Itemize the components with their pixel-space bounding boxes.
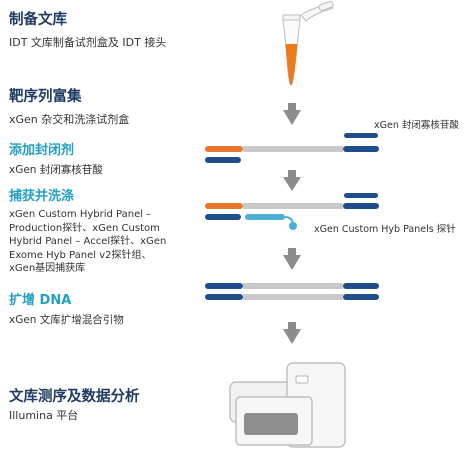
step-capture-wash-title: 捕获并洗涤: [9, 189, 75, 204]
capture-desc-line: xGen Custom Hybrid Panel –: [9, 209, 152, 220]
step-target-enrichment-title: 靶序列富集: [9, 89, 82, 105]
step-add-blockers-desc: xGen 封闭寡核苷酸: [9, 164, 103, 176]
sequencer-icon: [229, 362, 346, 448]
captured-fragment: [205, 193, 379, 230]
capture-desc-line: Production探针、xGen Custom: [9, 222, 160, 234]
step-sequencing-title: 文库测序及数据分析: [9, 389, 140, 405]
bead-icon: [289, 222, 297, 230]
blocker-oligo: [344, 133, 378, 138]
step-add-blockers-title: 添加封闭剂: [9, 143, 75, 158]
step-target-enrichment-desc: xGen 杂交和洗涤试剂盒: [9, 113, 130, 126]
tube-icon: [282, 0, 334, 86]
step-amplify-desc: xGen 文库扩增混合引物: [9, 314, 124, 326]
amplified-fragment: [205, 283, 379, 300]
step-sequencing-desc: Illumina 平台: [9, 409, 79, 422]
blocker-label: xGen 封闭寡核苷酸: [374, 119, 459, 131]
probe-label: xGen Custom Hyb Panels 探针: [314, 223, 456, 235]
capture-desc-line: Exome Hyb Panel v2探针组、: [9, 249, 152, 261]
step-capture-wash-desc: xGen Custom Hybrid Panel – Production探针、…: [9, 208, 209, 276]
step-library-prep-desc: IDT 文库制备试剂盒及 IDT 接头: [9, 36, 167, 49]
step-library-prep-title: 制备文库: [9, 12, 67, 28]
probe: [245, 214, 285, 220]
tube-liquid: [285, 44, 298, 85]
capture-desc-line: xGen基因捕获库: [9, 263, 86, 274]
arrow-down-icon: [283, 322, 301, 344]
library-fragment: [205, 146, 379, 163]
step-amplify-title: 扩增 DNA: [9, 293, 72, 308]
arrow-down-icon: [283, 170, 301, 191]
capture-desc-line: Hybrid Panel – Accel探针、xGen: [9, 236, 167, 247]
arrow-down-icon: [283, 103, 301, 125]
arrow-down-icon: [283, 248, 301, 270]
